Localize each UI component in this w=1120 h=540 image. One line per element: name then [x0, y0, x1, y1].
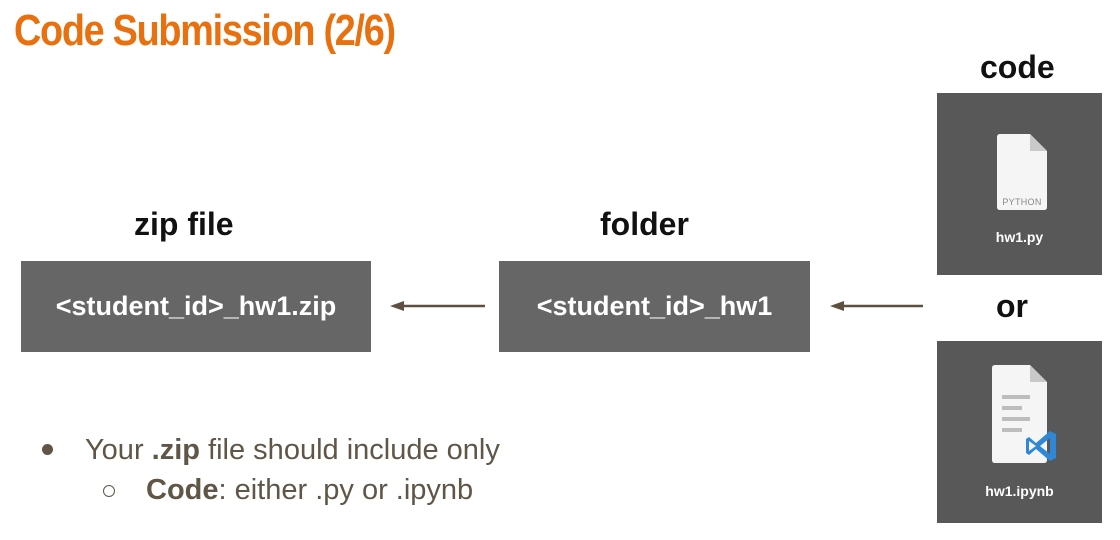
or-label: or: [996, 288, 1028, 324]
sub-bullet-circle-icon: [103, 485, 115, 497]
zip-file-box: <student_id>_hw1.zip: [21, 261, 371, 352]
bullet-text-zip: .zip: [151, 434, 200, 466]
arrow-folder-to-zip: [390, 301, 485, 311]
notebook-file-icon: [992, 365, 1056, 463]
python-file-tile: PYTHON hw1.py: [937, 93, 1102, 275]
folder-name: <student_id>_hw1: [536, 291, 773, 321]
notebook-file-name: hw1.ipynb: [985, 483, 1054, 499]
sub-bullet-text: : either .py or .ipynb: [218, 474, 474, 506]
python-file-icon: [997, 134, 1047, 210]
folder-label: folder: [600, 206, 689, 242]
bullet-text-post: file should include only: [200, 434, 500, 466]
folder-box: <student_id>_hw1: [499, 261, 810, 352]
python-type-text: PYTHON: [1002, 197, 1042, 207]
notebook-file-tile: hw1.ipynb: [937, 341, 1102, 523]
zip-file-label: zip file: [134, 206, 234, 242]
python-file-name: hw1.py: [995, 229, 1044, 245]
code-label: code: [980, 49, 1055, 85]
bullet-text-pre: Your: [85, 434, 152, 466]
arrow-code-to-folder: [830, 301, 923, 311]
zip-file-name: <student_id>_hw1.zip: [55, 291, 337, 321]
sub-bullet-code-label: Code: [146, 474, 219, 506]
bullet-dot-icon: [42, 444, 53, 455]
slide-title: Code Submission (2/6): [14, 6, 396, 55]
